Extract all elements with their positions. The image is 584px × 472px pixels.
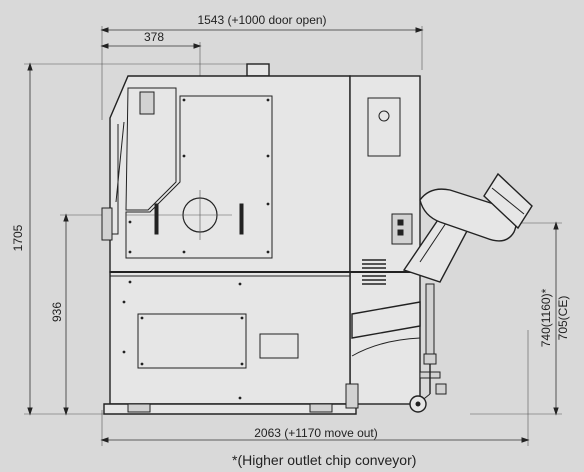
caption: *(Higher outlet chip conveyor)	[232, 452, 416, 468]
dimension-spindle-center-height: 936	[50, 302, 64, 322]
dimension-spindle-offset: 378	[144, 30, 164, 44]
dimension-overall-width: 1543 (+1000 door open)	[197, 13, 326, 27]
chip-conveyor	[351, 172, 533, 413]
machine-body	[101, 63, 421, 415]
dimension-conveyor-outlet-height: 740(1160)*	[539, 288, 553, 347]
dimension-overall-length: 2063 (+1170 move out)	[254, 426, 378, 440]
dimension-lines	[24, 26, 562, 446]
dimension-conveyor-outlet-height-ce: 705(CE)	[556, 296, 570, 341]
vent-louvers	[362, 259, 386, 285]
dimension-overall-height: 1705	[11, 224, 25, 251]
